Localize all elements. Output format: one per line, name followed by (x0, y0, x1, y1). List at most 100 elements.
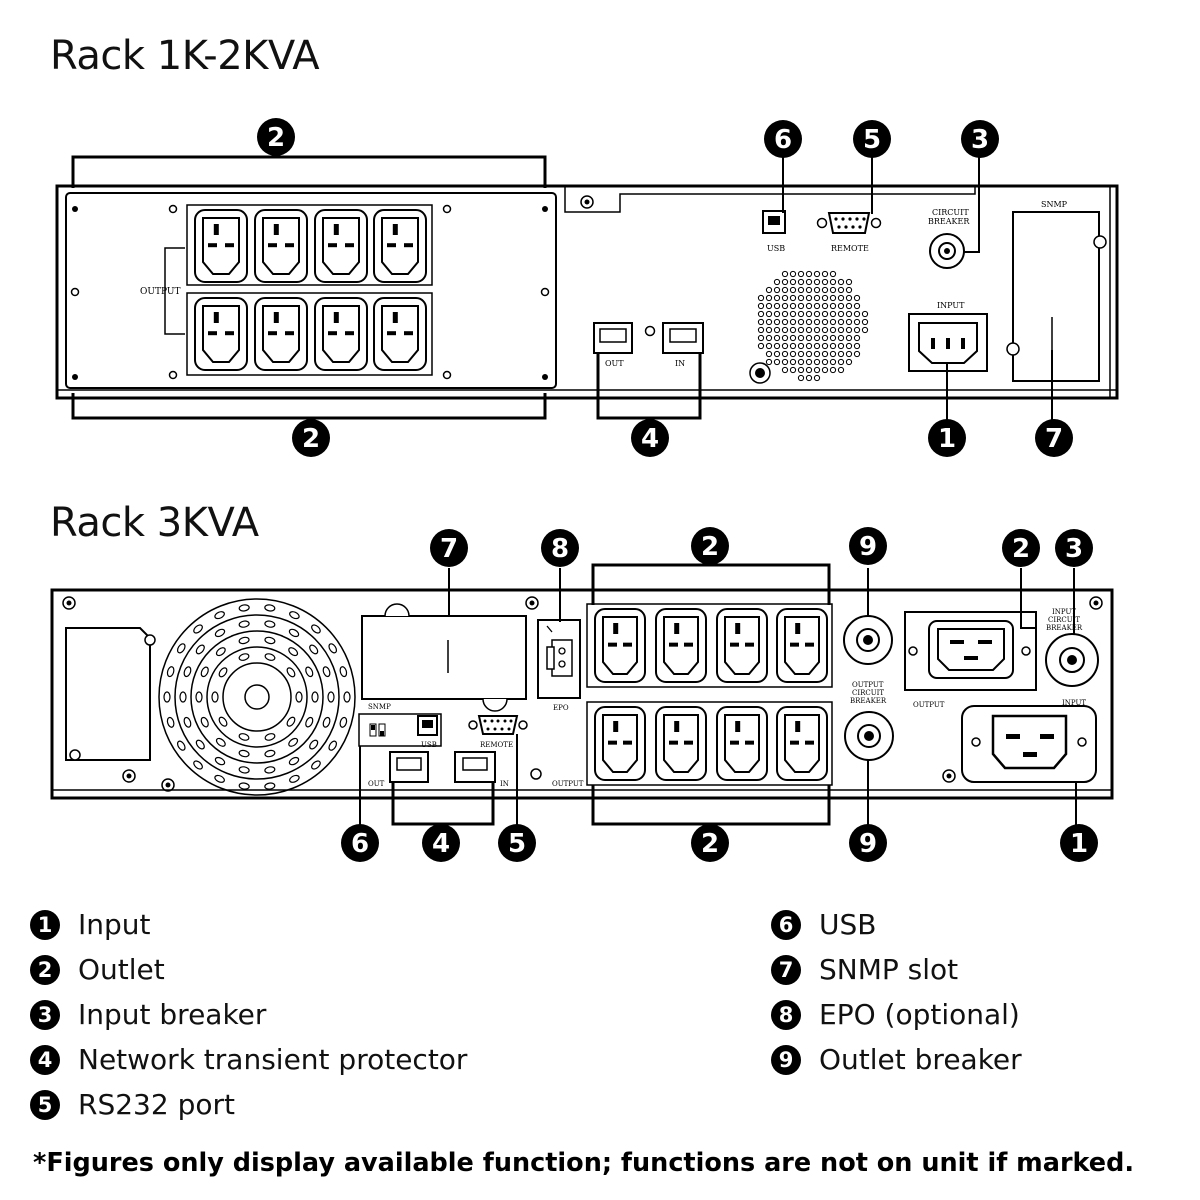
svg-text:2: 2 (267, 123, 285, 153)
callout-1-6: 1 (928, 419, 966, 457)
panel2-outlet-breaker-bottom (844, 711, 894, 761)
panel2-outlet-bottom-1 (594, 706, 646, 781)
panel1-outlet-top-1 (194, 209, 248, 283)
callout-4-15: 4 (422, 824, 460, 862)
panel2-remote-port (468, 715, 528, 735)
panel2-fan-grille (158, 598, 356, 796)
panel2-outlet-bottom-3 (716, 706, 768, 781)
panel2-outlet-bottom-2 (655, 706, 707, 781)
panel1-breaker-label: BREAKER (928, 217, 970, 226)
legend-marker-7: 7 (771, 954, 801, 985)
panel1-usb-label: USB (767, 244, 785, 253)
callout-7-7: 7 (1035, 419, 1073, 457)
panel1-usb-port (762, 210, 786, 234)
panel1-snmp-label: SNMP (1041, 200, 1068, 209)
panel1-in-label: IN (675, 359, 685, 368)
legend-label-usb: USB (819, 908, 877, 941)
legend-marker-1: 1 (30, 909, 60, 940)
panel-1k-2kva: OUTPUT OUT IN USB (55, 152, 1119, 424)
callout-9-18: 9 (849, 824, 887, 862)
panel2-input-breaker (1045, 633, 1099, 687)
callout-2-17: 2 (691, 824, 729, 862)
svg-text:9: 9 (859, 532, 877, 562)
panel1-outlet-bottom-2 (254, 297, 308, 371)
panel2-input-socket (961, 705, 1097, 783)
panel2-epo-label: EPO (553, 704, 569, 712)
panel1-fan-grille (757, 270, 869, 382)
svg-text:3: 3 (971, 125, 989, 155)
panel1-network-out-port (593, 322, 633, 354)
panel2-snmp-label: SNMP (368, 703, 391, 711)
svg-text:2: 2 (701, 829, 719, 859)
callout-3-13: 3 (1055, 529, 1093, 567)
legend-marker-8: 8 (771, 999, 801, 1030)
panel1-circuit-label: CIRCUIT (932, 208, 969, 217)
legend-label-network-protector: Network transient protector (78, 1043, 468, 1076)
svg-text:2: 2 (701, 532, 719, 562)
panel1-outlet-plate (65, 192, 557, 389)
legend-label-outlet-breaker: Outlet breaker (819, 1043, 1022, 1076)
callout-4-5: 4 (631, 419, 669, 457)
panel2-outlet-breaker-top (843, 615, 893, 665)
panel2-epo-terminal (537, 619, 581, 699)
legend-marker-5: 5 (30, 1089, 60, 1120)
svg-text:4: 4 (432, 829, 450, 859)
panel2-usb-port (417, 715, 438, 736)
callout-2-10: 2 (691, 527, 729, 565)
panel2-c19-outlet (904, 611, 1037, 691)
callout-2-0: 2 (257, 118, 295, 156)
svg-text:6: 6 (774, 125, 792, 155)
panel1-outlets (194, 209, 427, 371)
legend-item-snmp: 7 SNMP slot (771, 953, 958, 986)
panel1-input-label: INPUT (937, 301, 965, 310)
panel1-outlet-bottom-3 (314, 297, 368, 371)
legend-item-outlet-breaker: 9 Outlet breaker (771, 1043, 1022, 1076)
legend-label-outlet: Outlet (78, 953, 165, 986)
svg-text:1: 1 (938, 424, 956, 454)
panel1-outlet-bottom-1 (194, 297, 248, 371)
legend-marker-9: 9 (771, 1044, 801, 1075)
callout-2-12: 2 (1002, 529, 1040, 567)
legend-label-rs232: RS232 port (78, 1088, 235, 1121)
legend-marker-6: 6 (771, 909, 801, 940)
panel2-snmp-slot (361, 603, 527, 712)
panel2-input-breaker-label-3: BREAKER (1046, 624, 1083, 632)
footnote: *Figures only display available function… (33, 1148, 1135, 1178)
svg-text:7: 7 (440, 534, 458, 564)
panel2-chassis (50, 588, 1114, 800)
panel2-outlet-breaker-label-3: BREAKER (850, 697, 887, 705)
panel2-outlet-breaker-label-2: CIRCUIT (852, 689, 884, 697)
callout-1-19: 1 (1060, 824, 1098, 862)
panel2-output-right-label: OUTPUT (913, 701, 945, 709)
panel1-snmp-slot (1006, 211, 1107, 382)
panel2-outlet-breaker-label-1: OUTPUT (852, 681, 884, 689)
panel1-outlet-bottom-4 (373, 297, 427, 371)
panel1-screws (70, 204, 550, 380)
callout-3-4: 3 (961, 120, 999, 158)
panel1-outlet-top-2 (254, 209, 308, 283)
panel2-outlet-bottom-4 (776, 706, 828, 781)
panel2-outlet-top-4 (776, 608, 828, 683)
callout-7-8: 7 (430, 529, 468, 567)
svg-text:8: 8 (551, 534, 569, 564)
svg-text:2: 2 (302, 424, 320, 454)
svg-text:2: 2 (1012, 534, 1030, 564)
rear-panel-diagram: OUTPUT OUT IN USB (50, 118, 1119, 862)
legend-marker-4: 4 (30, 1044, 60, 1075)
callout-5-3: 5 (853, 120, 891, 158)
legend-item-network-protector: 4 Network transient protector (30, 1043, 467, 1076)
panel2-outlets (594, 608, 828, 781)
legend-item-input: 1 Input (30, 908, 151, 941)
legend-marker-2: 2 (30, 954, 60, 985)
panel1-output-label: OUTPUT (140, 287, 180, 297)
panel2-in-label: IN (500, 780, 509, 788)
callout-2-1: 2 (292, 419, 330, 457)
panel1-network-in-port (662, 322, 704, 354)
panel1-remote-port (816, 212, 882, 234)
svg-text:9: 9 (859, 829, 877, 859)
svg-text:6: 6 (351, 829, 369, 859)
panel2-outlet-top-1 (594, 608, 646, 683)
legend-label-input: Input (78, 908, 151, 941)
panel1-remote-label: REMOTE (831, 244, 869, 253)
panel1-input-breaker (929, 233, 965, 269)
